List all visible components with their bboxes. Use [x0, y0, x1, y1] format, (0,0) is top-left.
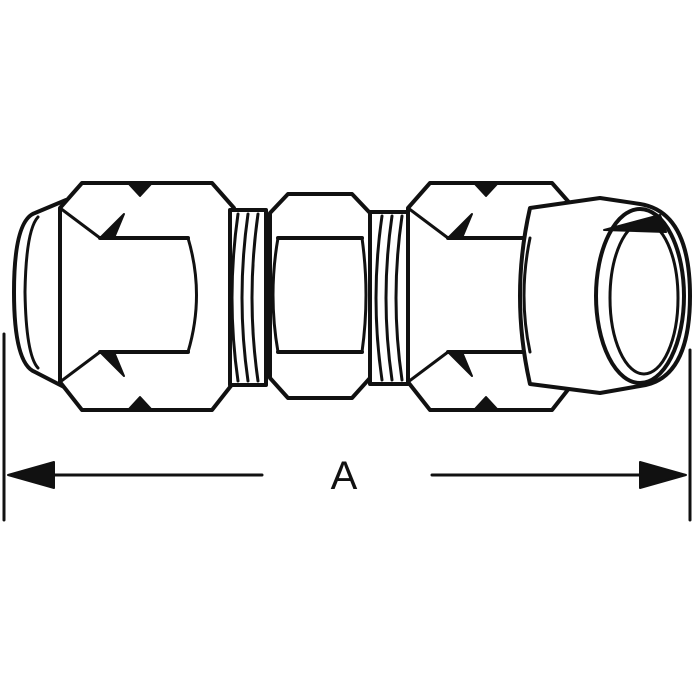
nut-notch-mark	[127, 182, 153, 197]
nut-notch-mark	[447, 351, 473, 377]
arrowhead-right	[639, 461, 687, 489]
right-flare-end	[518, 196, 692, 395]
nut-notch-mark	[127, 396, 153, 411]
left-flare-end	[12, 198, 68, 390]
nut-notch-mark	[99, 351, 125, 377]
center-hex-body	[268, 192, 372, 400]
dimension-a: A	[2, 332, 692, 522]
nut-notch-mark	[99, 213, 125, 239]
nut-notch-mark	[447, 213, 473, 239]
nut-notch-mark	[473, 396, 499, 411]
dimension-label: A	[331, 454, 358, 498]
left-hex-nut	[58, 181, 236, 412]
right-thread-rings	[368, 210, 410, 386]
left-thread-rings	[228, 208, 268, 387]
arrowhead-left	[7, 461, 55, 489]
nut-notch-mark	[473, 182, 499, 197]
